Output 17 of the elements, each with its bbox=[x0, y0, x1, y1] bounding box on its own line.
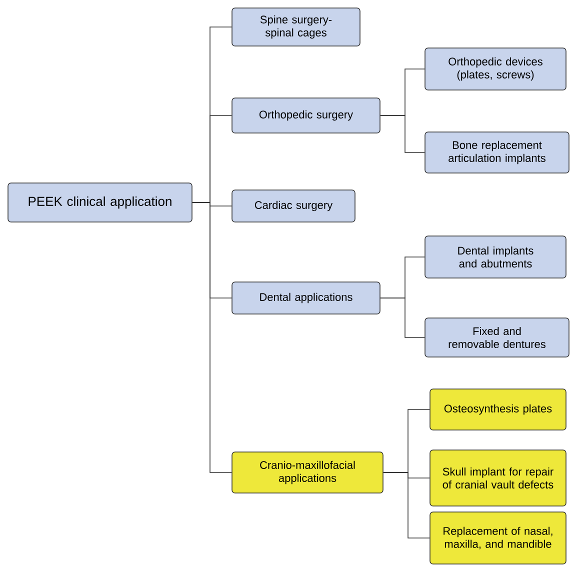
category-box: Skull implant for repair of cranial vault defects bbox=[430, 450, 566, 506]
category-box: Spine surgery-spinal cages bbox=[232, 8, 360, 46]
category-box: Osteosynthesis plates bbox=[430, 388, 566, 430]
connector-line bbox=[383, 472, 430, 538]
connector-line bbox=[192, 202, 232, 473]
category-box: Cardiac surgery bbox=[232, 190, 356, 222]
category-box: Orthopedic surgery bbox=[232, 98, 380, 134]
category-box: PEEK clinical application bbox=[8, 182, 192, 222]
category-box: Dental implants and abutments bbox=[424, 236, 566, 278]
category-box: Bone replacement articulation implants bbox=[424, 132, 570, 174]
category-box: Fixed and removable dentures bbox=[424, 318, 570, 358]
connector-line bbox=[380, 298, 425, 338]
connector-line bbox=[380, 115, 425, 153]
category-box: Replacement of nasal, maxilla, and mandible bbox=[430, 512, 566, 564]
category-box: Dental applications bbox=[232, 282, 380, 314]
category-box: Cranio-maxillofacial applications bbox=[232, 452, 384, 494]
category-box: Orthopedic devices (plates, screws) bbox=[424, 48, 566, 90]
